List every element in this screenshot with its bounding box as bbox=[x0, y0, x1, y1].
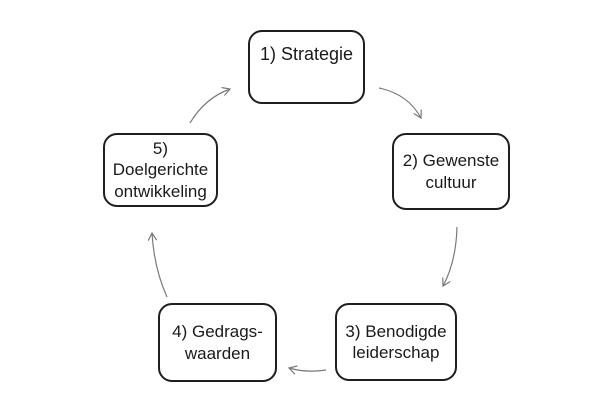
node-gewenste-cultuur-label: 2) Gewenste cultuur bbox=[402, 151, 500, 192]
arrow-benodigde-leiderschap-to-gedragswaarden bbox=[287, 365, 327, 375]
node-strategie-label: 1) Strategie bbox=[259, 44, 354, 64]
node-gedragswaarden: 4) Gedrags- waarden bbox=[158, 303, 277, 382]
node-gedragswaarden-label: 4) Gedrags- waarden bbox=[172, 322, 263, 363]
arrow-strategie-to-gewenste-cultuur bbox=[378, 87, 422, 120]
arrow-doelgerichte-ontwikkeling-to-strategie bbox=[189, 87, 232, 124]
arrow-gewenste-cultuur-to-benodigde-leiderschap bbox=[442, 226, 458, 288]
node-doelgerichte-ontwikkeling-label: 5) Doelgerichte ontwikkeling bbox=[112, 139, 209, 201]
arrow-gedragswaarden-to-doelgerichte-ontwikkeling bbox=[147, 231, 168, 298]
node-gewenste-cultuur: 2) Gewenste cultuur bbox=[392, 133, 510, 210]
node-doelgerichte-ontwikkeling: 5) Doelgerichte ontwikkeling bbox=[103, 133, 218, 207]
node-benodigde-leiderschap-label: 3) Benodigde leiderschap bbox=[345, 321, 447, 362]
node-benodigde-leiderschap: 3) Benodigde leiderschap bbox=[335, 303, 457, 381]
node-strategie: 1) Strategie bbox=[248, 30, 365, 104]
